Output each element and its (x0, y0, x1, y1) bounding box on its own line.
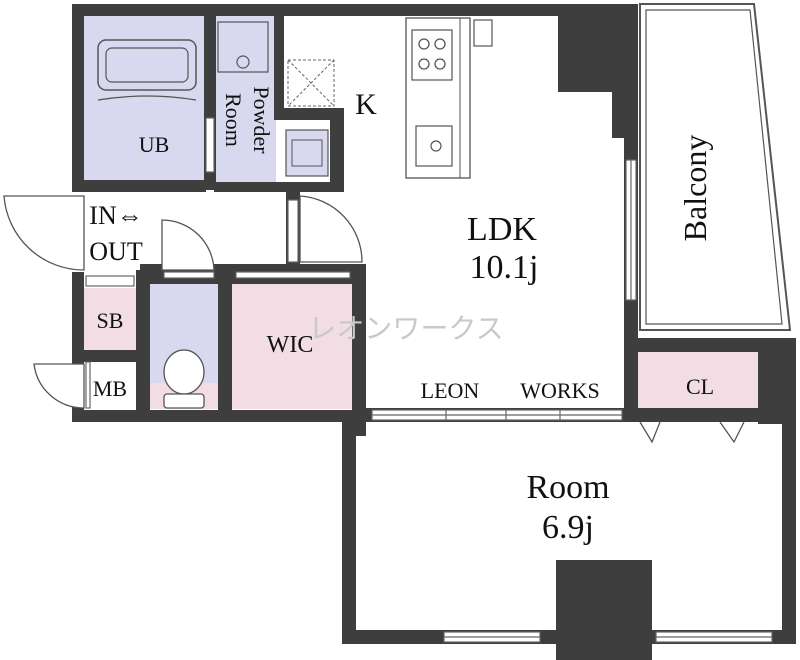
wall-left-upper (72, 4, 84, 192)
powder-sink (285, 129, 329, 177)
cl-door-left (639, 421, 661, 444)
kitchen-sink (415, 125, 453, 167)
wall-toilet-right (218, 270, 232, 420)
wall-cl-bottom (638, 408, 796, 422)
mb-door-swing (33, 363, 85, 409)
label-cl: CL (686, 374, 714, 399)
washing-machine-drum (236, 55, 250, 69)
toilet-entry (163, 271, 215, 279)
toilet-tank (163, 393, 205, 409)
cl-floor (638, 352, 758, 408)
label-entrance-line2: OUT (89, 237, 143, 266)
label-powder-line1: Powder (249, 86, 274, 154)
wall-ub-bottom (84, 180, 206, 192)
toilet-bowl (163, 349, 205, 395)
watermark-jp: レオンワークス (308, 312, 503, 345)
mb-door-frame (85, 361, 91, 409)
burner-3 (418, 58, 430, 70)
walls (72, 4, 796, 660)
door-swings (3, 195, 745, 444)
burner-1 (418, 38, 430, 50)
burner-4 (434, 58, 446, 70)
balcony (639, 3, 792, 331)
bathtub (97, 39, 197, 91)
bath-floor-curve (97, 95, 197, 101)
washing-machine (217, 21, 269, 73)
wall-wic-right (352, 270, 366, 420)
stove (411, 29, 453, 81)
watermark-works: WORKS (520, 378, 599, 403)
bathtub-inner (105, 47, 189, 83)
sb-floor (84, 288, 136, 350)
wall-sb-right (136, 270, 150, 420)
cl-door-right (719, 421, 745, 444)
wall-room-right (782, 422, 796, 644)
label-entrance-line1: IN⇔ (89, 201, 142, 230)
wall-powder-right-upper (274, 14, 284, 120)
wall-powder-bottom (214, 182, 344, 192)
room-labels: UB Powder Room K LDK 10.1j Balcony IN⇔ O… (89, 86, 714, 546)
label-wic: WIC (267, 332, 314, 358)
windows (85, 117, 773, 643)
pillar-bottom (556, 560, 652, 660)
sb-entry (85, 275, 135, 287)
label-ub: UB (139, 132, 170, 157)
ldk-door-swing (299, 195, 363, 263)
entrance-door-swing (3, 195, 85, 271)
label-powder-line2: Room (221, 93, 246, 147)
label-mb: MB (93, 376, 127, 401)
wall-cl-top (624, 338, 796, 352)
label-sb: SB (97, 308, 124, 333)
fixtures (97, 17, 493, 409)
watermark-leon: LEON (421, 378, 480, 403)
label-room: Room (526, 469, 609, 506)
hall-door-jamb (287, 199, 299, 263)
toilet-door-swing (161, 219, 215, 271)
label-kitchen: K (355, 88, 377, 121)
range-hood (473, 19, 493, 47)
wall-powder-right-lower (330, 108, 344, 192)
label-ldk: LDK (467, 211, 537, 248)
label-ldk-size: 10.1j (470, 249, 539, 286)
wall-top (72, 4, 638, 16)
label-balcony: Balcony (677, 135, 713, 242)
label-room-size: 6.9j (542, 509, 594, 546)
wall-powder-step (274, 108, 344, 120)
wic-floor (232, 283, 352, 409)
wic-entry (235, 271, 351, 279)
wall-sb-mb-divider (84, 350, 138, 362)
burner-2 (434, 38, 446, 50)
window-ub (205, 117, 215, 173)
kitchen-sink-drain (430, 140, 442, 152)
wall-room-corner (342, 422, 366, 436)
wall-room-left (342, 422, 356, 644)
